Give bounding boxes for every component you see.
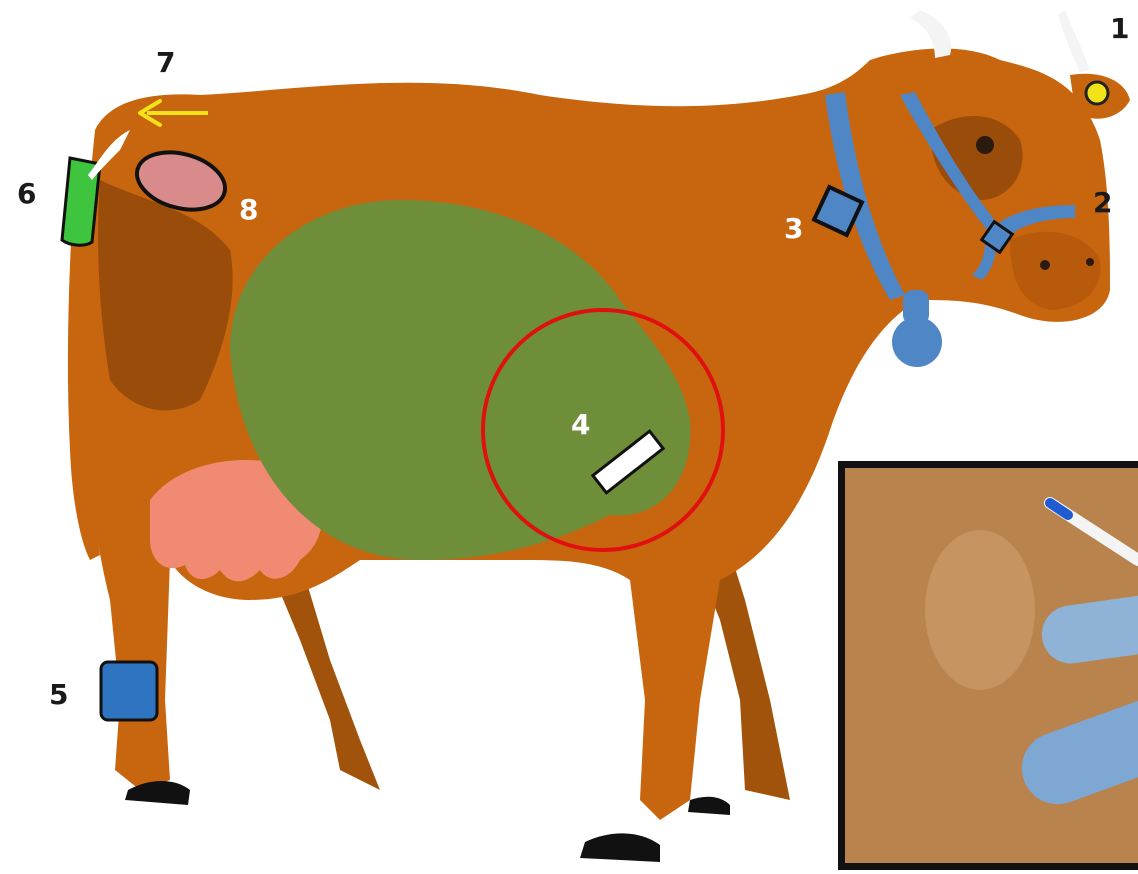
hoof-mid [688,797,730,815]
label-6: 6 [17,177,36,210]
nostril-2 [1086,258,1094,266]
leg-band [101,662,157,720]
label-1: 1 [1110,12,1129,45]
ear-tag [1086,82,1108,104]
collar-pendant-link [903,290,929,325]
label-2: 2 [1093,186,1112,219]
label-7: 7 [156,46,175,79]
inset-photo [838,461,1138,870]
table-glare [925,530,1035,690]
horn-2 [1058,10,1090,72]
label-3: 3 [784,212,803,245]
label-8: 8 [239,193,258,226]
label-5: 5 [49,678,68,711]
hoof-front [580,833,660,862]
eye [976,136,994,154]
nostril [1040,260,1050,270]
label-4: 4 [571,408,590,441]
